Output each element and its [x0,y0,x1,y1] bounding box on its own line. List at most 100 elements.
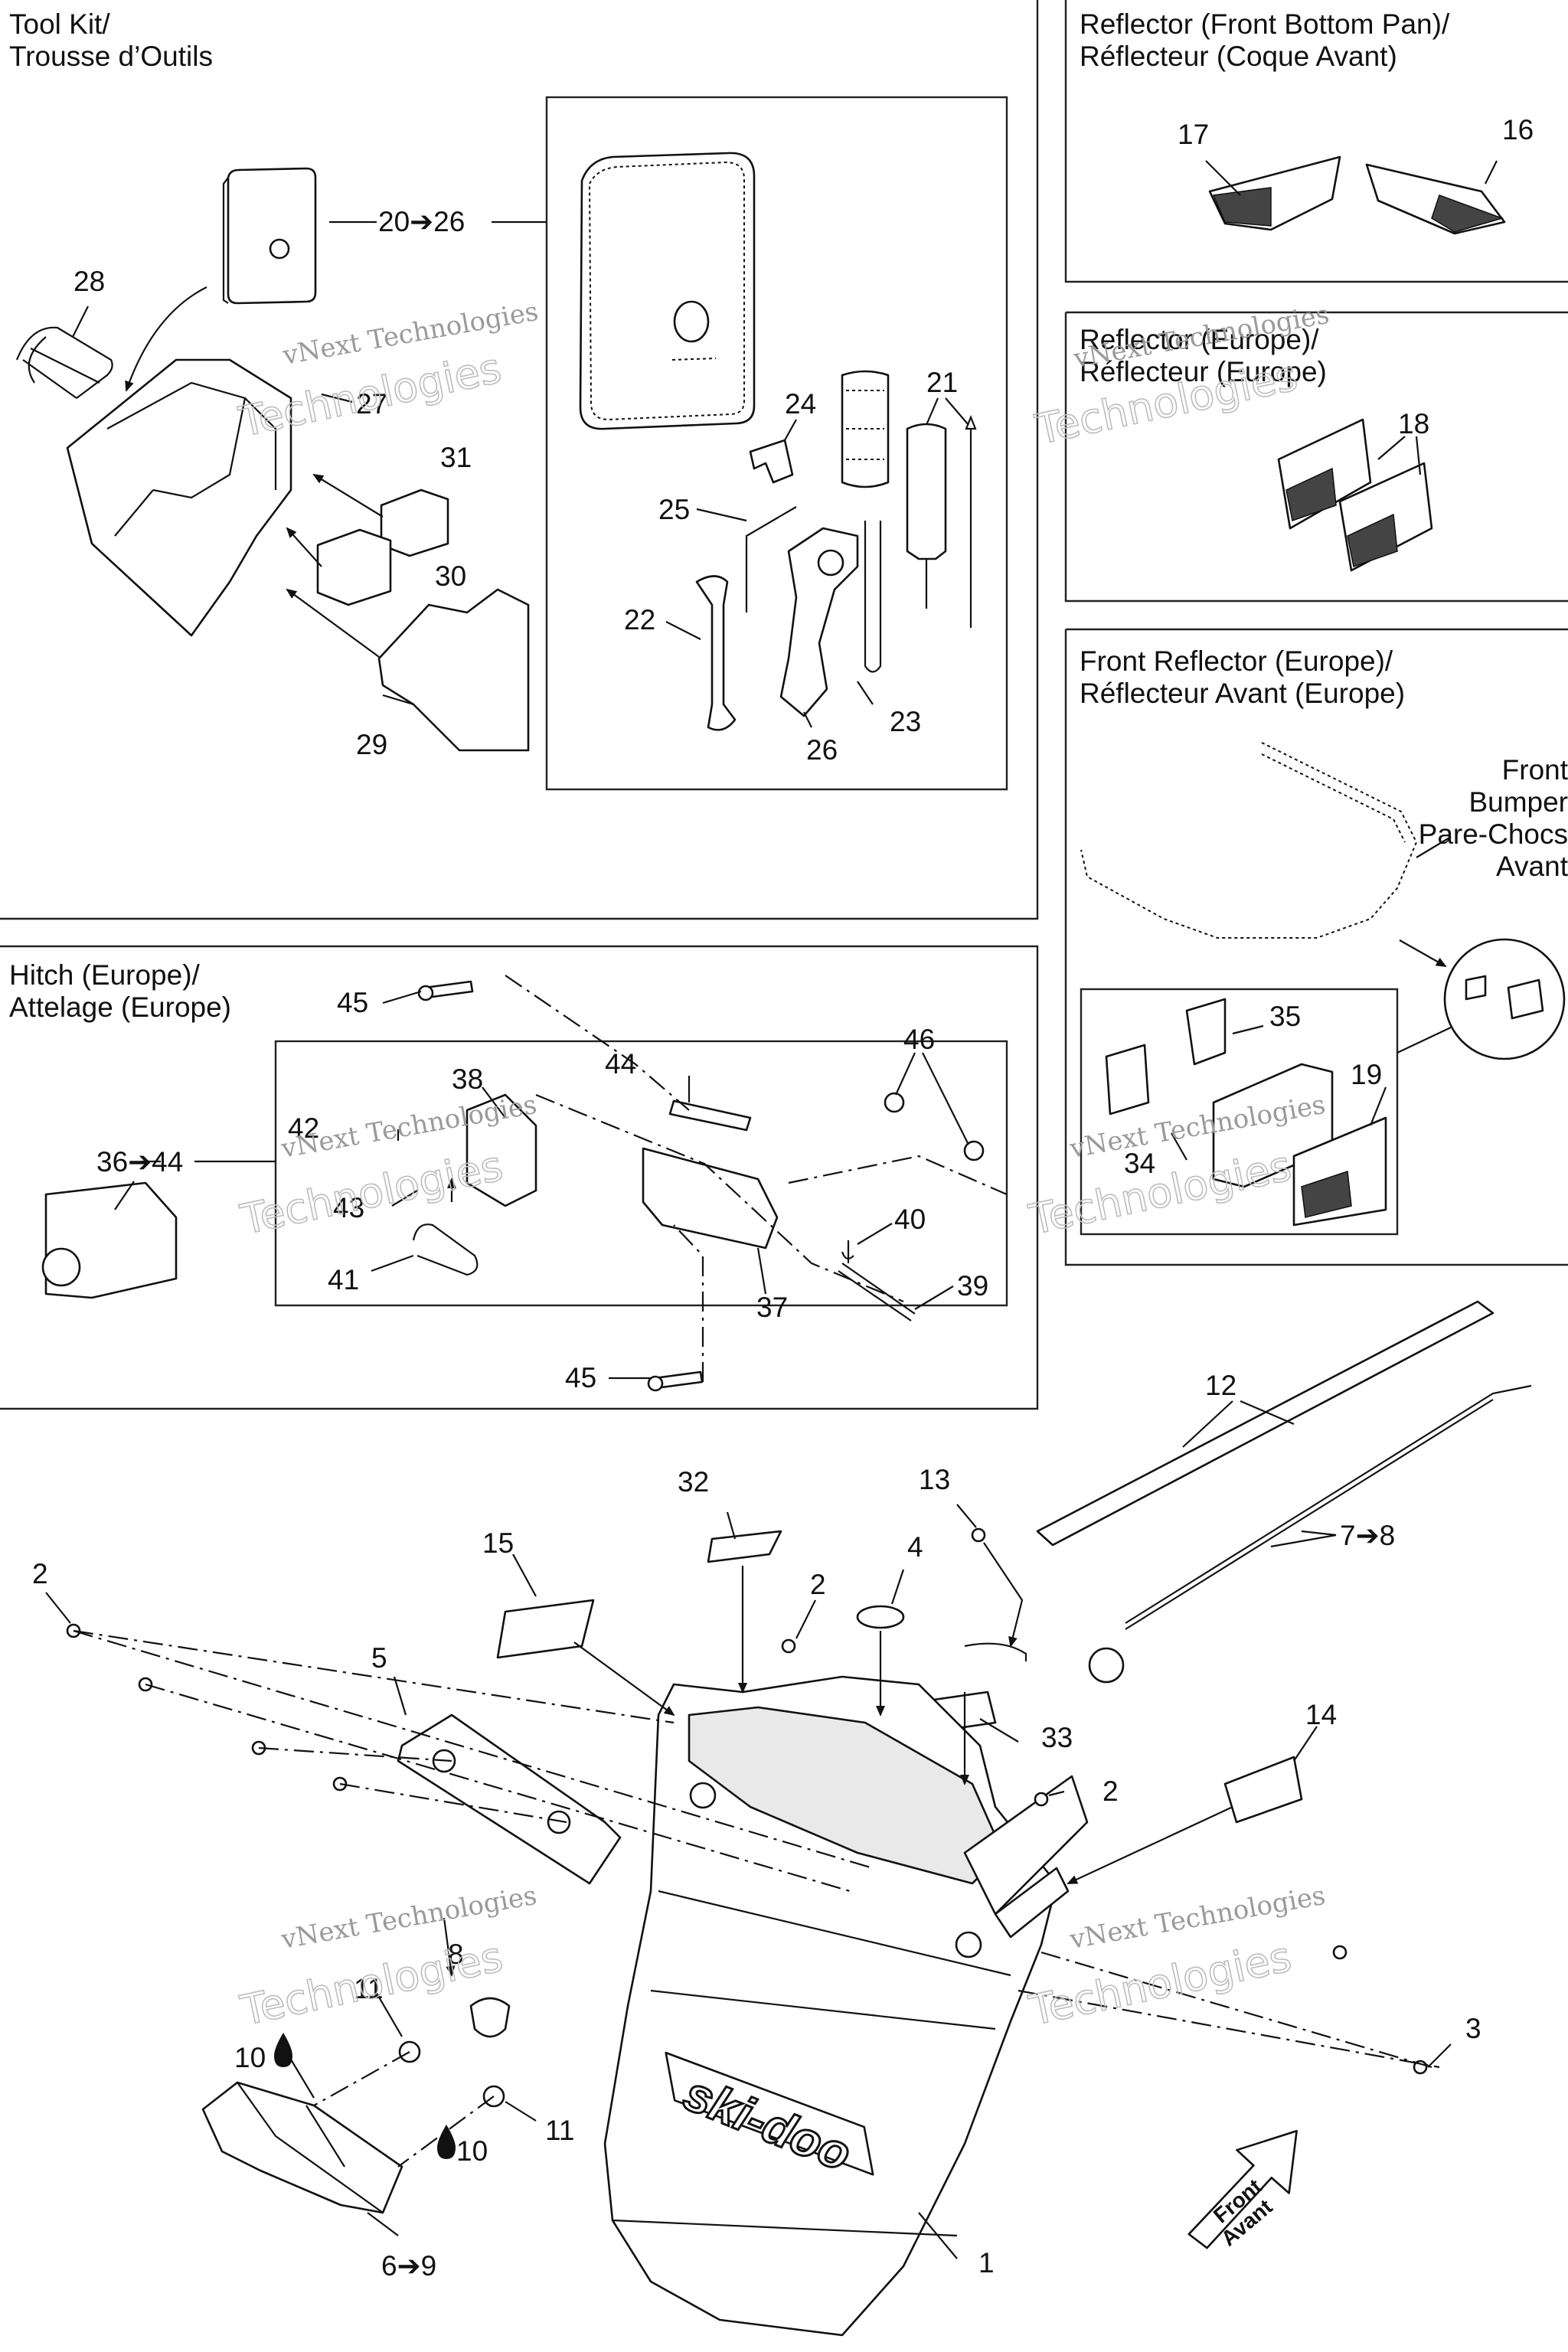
tool-pouch-small [227,167,317,305]
strip-12 [1036,1300,1494,1547]
cover-29 [377,588,530,752]
callout-39: 39 [957,1270,988,1302]
hitch-europe-title-en: Hitch (Europe)/ [9,959,201,991]
front-reflector-europe-title-fr: Réflecteur Avant (Europe) [1080,678,1405,709]
callout-36-44: 36➔44 [96,1146,183,1178]
callout-41: 41 [328,1264,359,1295]
callout-29: 29 [356,729,387,760]
harness-7-8 [1125,1384,1532,1630]
tool-kit-parts [15,152,977,752]
reflector-europe-title-fr: Réflecteur (Europe) [1080,356,1327,387]
callout-34: 34 [1124,1148,1155,1179]
tool-kit-title-en: Tool Kit/ [9,8,110,40]
watermark-big: Technologies [237,1142,507,1244]
side-panel-5 [397,1713,622,1885]
callout-13: 13 [919,1464,950,1495]
callout-8: 8 [448,1939,464,1970]
watermark-text: vNext Technologies [1067,1880,1328,1955]
bracket-35 [1185,998,1227,1066]
callout-23: 23 [890,706,921,737]
callout-16: 16 [1502,114,1534,145]
callout-37: 37 [756,1292,788,1323]
reflector-bottom-pan-title-en: Reflector (Front Bottom Pan)/ [1080,8,1450,40]
drop-icon [437,2125,456,2159]
callout-numbers: 20➔26 28 27 31 30 29 24 21 25 22 23 26 1… [32,114,1534,2282]
section-frames [0,0,1568,1410]
watermark-big: Technologies [237,1932,507,2035]
callout-10-left: 10 [234,2042,266,2073]
block-30 [316,528,392,606]
watermark-big: Technologies [1025,1932,1295,2035]
callout-21: 21 [926,367,958,398]
spanner-26 [779,527,859,717]
callout-28: 28 [74,266,105,297]
callout-25: 25 [658,494,690,525]
front-direction-arrow: Front Avant [1187,2129,1298,2251]
front-bumper-label-1: Front [1502,754,1568,786]
callout-46: 46 [903,1024,935,1055]
callout-5: 5 [371,1642,387,1674]
callout-44: 44 [605,1048,636,1080]
front-bumper-outline [1080,742,1418,939]
callout-30: 30 [435,560,466,592]
reflector-bottom-pan-title-fr: Réflecteur (Coque Avant) [1080,41,1397,72]
hitch-europe-title-fr: Attelage (Europe) [9,991,231,1023]
bracket-38 [466,1093,537,1207]
label-32 [707,1530,782,1563]
callout-40: 40 [894,1204,926,1235]
callout-38: 38 [452,1063,483,1095]
watermark-big: Technologies [235,344,505,446]
callout-3: 3 [1465,2013,1481,2044]
hex-key-25 [745,506,797,612]
watermark-text: vNext Technologies [280,296,541,371]
bracket-35b [1105,1044,1150,1116]
hood-assembly-parts: ski-doo [66,1300,1532,2337]
reflector-europe-title-en: Reflector (Europe)/ [1080,324,1319,355]
hitch-parts [41,975,1008,1392]
light-housing-6-9 [201,2081,403,2214]
callout-24: 24 [785,388,816,420]
callout-42: 42 [288,1112,319,1144]
callout-10-right: 10 [456,2135,488,2167]
right-arrow-icon [1187,2129,1298,2249]
clamp-37 [642,1147,779,1250]
holder-bracket-27 [66,358,292,637]
callout-45-top: 45 [337,987,368,1018]
callout-19: 19 [1351,1059,1382,1090]
brand-badge [665,2051,874,2176]
pin-39 [838,1263,916,1321]
front-bumper-label-3: Pare-Chocs [1419,818,1568,850]
callout-18: 18 [1398,408,1429,439]
callout-11-top: 11 [354,1973,383,2004]
callout-31: 31 [440,442,472,473]
callout-7-8: 7➔8 [1340,1520,1395,1551]
watermark-text: vNext Technologies [279,1880,540,1955]
callout-27: 27 [356,388,387,420]
callout-11-bottom: 11 [545,2115,574,2146]
leader-lines [45,160,1498,2259]
tool-pouch-large [579,152,756,430]
callout-1: 1 [978,2247,995,2278]
bulb-8 [469,1997,511,2038]
emblem-4 [856,1605,905,1629]
reflector-parts [1080,155,1566,1227]
callout-26: 26 [806,734,838,766]
screwdriver-21 [906,423,947,560]
clip-24 [749,439,794,484]
drop-icon [274,2033,292,2067]
wrench-22 [695,575,737,731]
tool-kit-title-fr: Trousse d’Outils [9,41,213,72]
callout-33: 33 [1041,1722,1073,1753]
side-reflector [994,1867,1070,1939]
callout-15: 15 [482,1527,514,1559]
front-bumper-label-2: Bumper [1468,786,1568,818]
callout-43: 43 [333,1192,364,1223]
section-titles: Tool Kit/ Trousse d’Outils Reflector (Fr… [9,8,1568,1023]
clip-28 [15,326,113,399]
clip-41 [412,1223,479,1276]
label-15 [496,1599,595,1659]
hook-40 [841,1240,854,1263]
plate-44 [668,1099,752,1132]
callout-20-26: 20➔26 [378,206,465,237]
